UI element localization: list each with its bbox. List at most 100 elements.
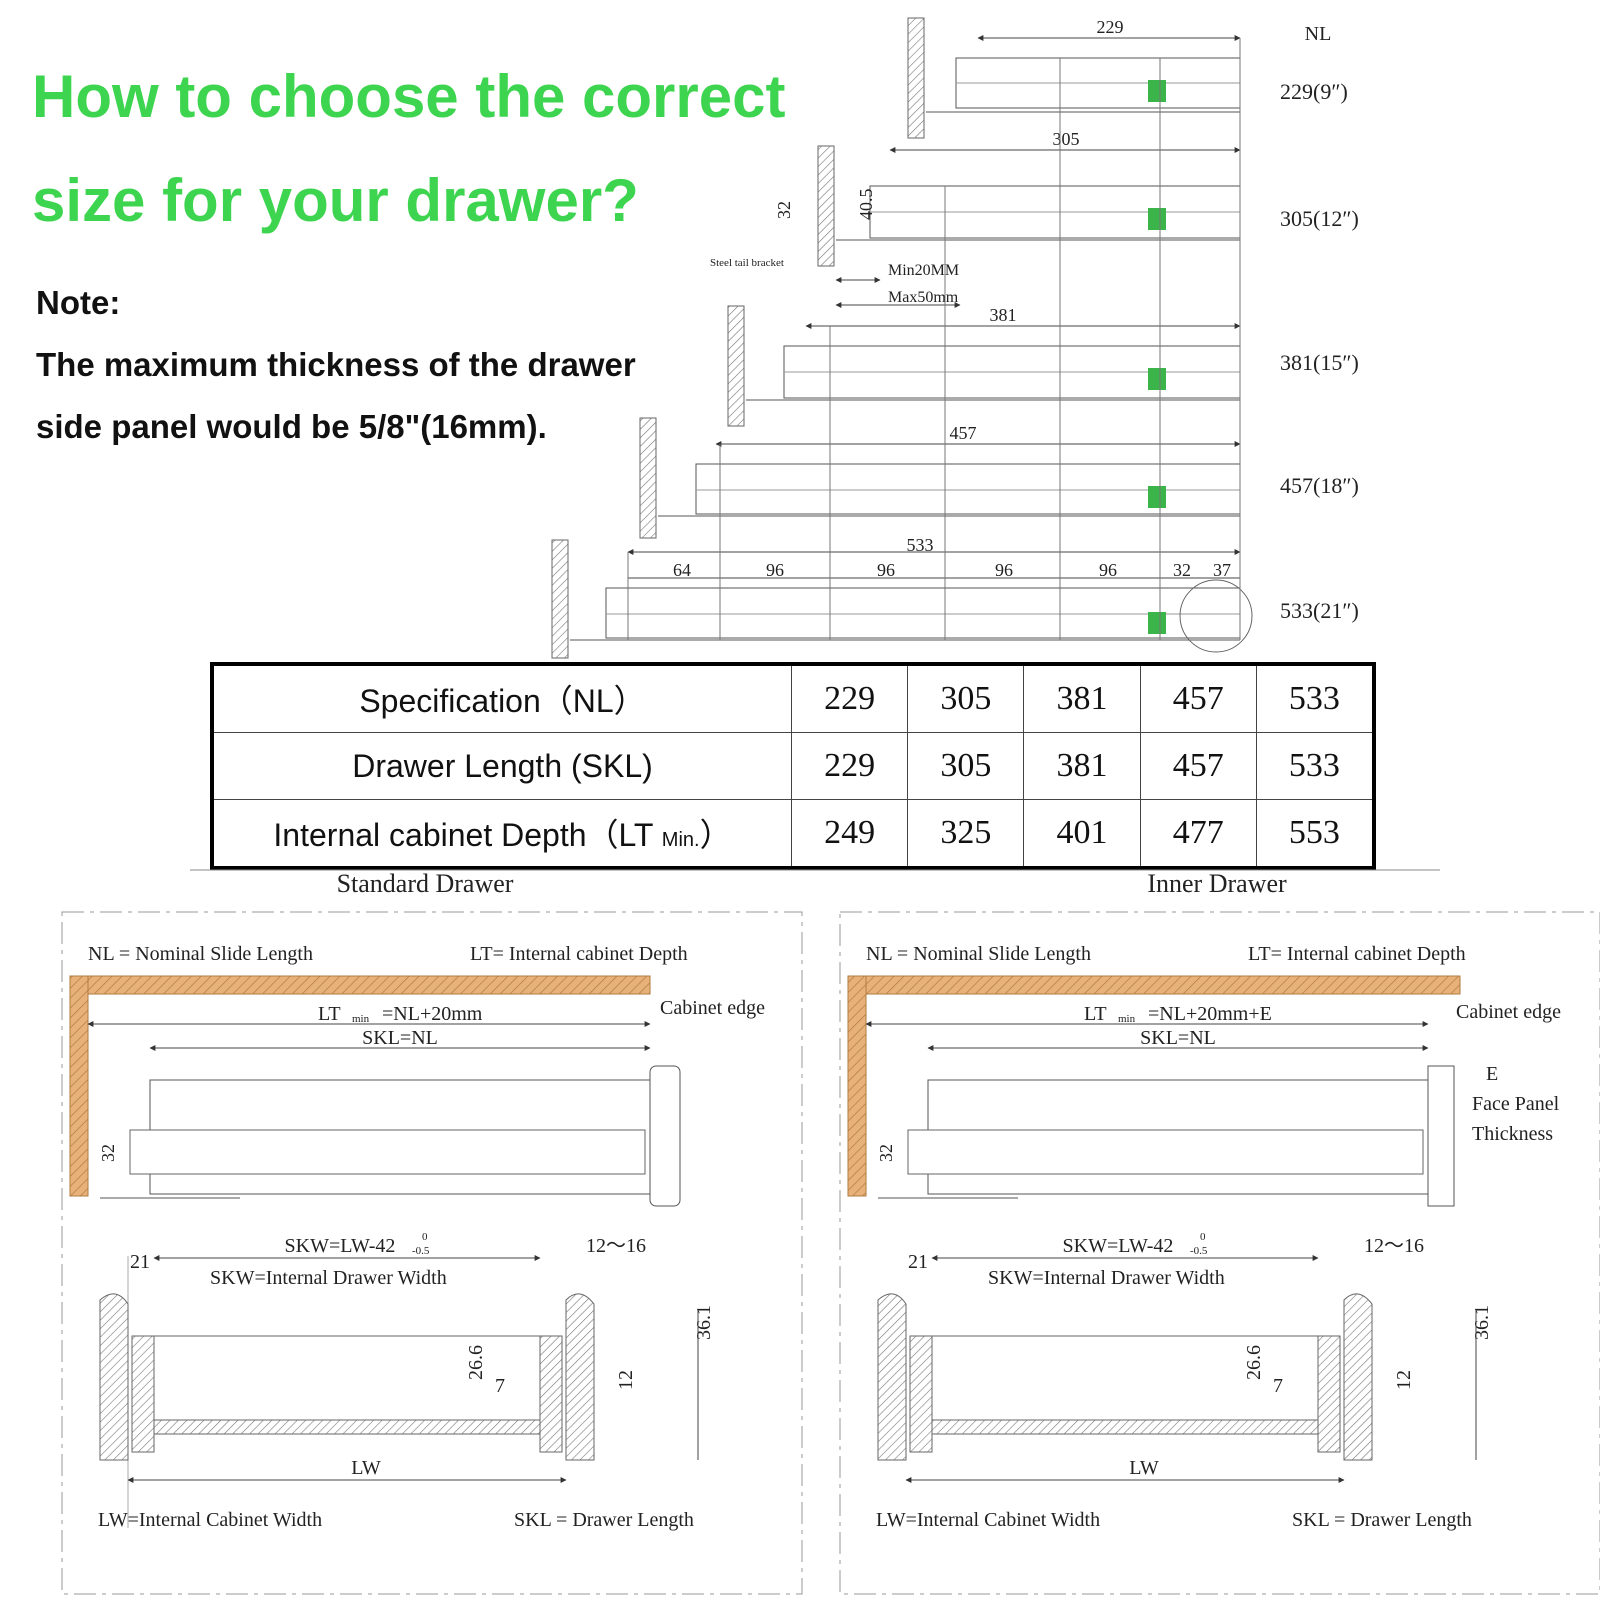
inner-skw-formula: SKW=LW-42 — [1063, 1235, 1174, 1257]
inner-drawer-panel: Inner Drawer NL = Nominal Slide Length L… — [839, 869, 1600, 1595]
standard-skl-formula: SKL=NL — [362, 1027, 438, 1049]
bracket-dim-40-5: 40.5 — [856, 189, 876, 221]
cell: 305 — [907, 732, 1025, 800]
inner-face-1: Face Panel — [1472, 1093, 1560, 1115]
standard-dim-32: 32 — [98, 1144, 118, 1162]
headline-line-1: How to choose the correct — [32, 63, 786, 130]
row-label: Internal cabinet Depth（LT Min.） — [211, 799, 793, 869]
right-cabinet-wall — [1343, 1293, 1373, 1461]
standard-lt-def: LT= Internal cabinet Depth — [470, 943, 688, 965]
cabinet-back — [69, 975, 89, 1197]
inner-dim-21: 21 — [908, 1251, 928, 1273]
inner-dim-32: 32 — [876, 1144, 896, 1162]
inner-dim-26-6: 26.6 — [1243, 1345, 1265, 1380]
drawer-bottom — [931, 1419, 1319, 1435]
spacing-32: 32 — [1173, 560, 1191, 580]
row-label-end: ） — [699, 817, 732, 853]
slide-457: 457 457(18″) — [639, 417, 1359, 539]
inner-dim-7: 7 — [1273, 1375, 1283, 1397]
inner-lw: LW — [1129, 1457, 1159, 1479]
cell: 229 — [791, 732, 909, 800]
drawer-face — [1427, 1065, 1455, 1207]
inner-tol-lower: -0.5 — [1190, 1245, 1208, 1257]
right-cabinet-wall — [565, 1293, 595, 1461]
standard-lt-sub: min — [352, 1013, 370, 1025]
table-row: Specification（NL） 229 305 381 457 533 — [211, 663, 1375, 733]
slide-305: 305 32 40.5 Steel tail bracket Min20MM M… — [710, 129, 1359, 308]
inner-skw-def: SKW=Internal Drawer Width — [988, 1267, 1225, 1289]
cell: 325 — [907, 799, 1025, 869]
headline-line-2: size for your drawer? — [32, 167, 639, 234]
drawer-panels: Standard Drawer NL = Nominal Slide Lengt… — [61, 869, 1600, 1595]
slide-533: 533 64 96 96 96 96 32 37 533(21″) — [551, 535, 1359, 659]
inner-dim-12-16: 12～16 — [1364, 1235, 1424, 1257]
spacing-37: 37 — [1213, 560, 1231, 580]
spacing-labels: 64 96 96 96 96 32 37 — [673, 560, 1231, 580]
spec-table: Specification（NL） 229 305 381 457 533 Dr… — [210, 662, 1376, 870]
cabinet-top — [847, 975, 1461, 995]
slide-229: 229 229(9″) — [907, 17, 1348, 139]
slide-533-label: 533(21″) — [1280, 598, 1359, 623]
inner-face-2: Thickness — [1472, 1123, 1553, 1145]
standard-lw: LW — [351, 1457, 381, 1479]
latch-icon — [1148, 208, 1166, 230]
slide-229-label: 229(9″) — [1280, 79, 1348, 104]
inner-skl-formula: SKL=NL — [1140, 1027, 1216, 1049]
inner-lt-main: LT — [1084, 1003, 1107, 1025]
slide-381: 381 381(15″) — [727, 305, 1359, 427]
bracket-min: Min20MM — [888, 262, 959, 279]
inner-cabinet-edge: Cabinet edge — [1456, 1001, 1561, 1023]
standard-drawer-panel: Standard Drawer NL = Nominal Slide Lengt… — [61, 869, 803, 1595]
cell: 533 — [1255, 732, 1375, 800]
row-label-sub: Min. — [661, 829, 700, 851]
inner-skl-def: SKL = Drawer Length — [1292, 1509, 1472, 1531]
standard-skl-def: SKL = Drawer Length — [514, 1509, 694, 1531]
slide-305-label: 305(12″) — [1280, 206, 1359, 231]
left-cabinet-wall — [877, 1293, 907, 1461]
spacing-96-d: 96 — [1099, 560, 1117, 580]
cell: 457 — [1139, 663, 1257, 733]
standard-nl-def: NL = Nominal Slide Length — [88, 943, 313, 965]
slide-229-dim: 229 — [1097, 17, 1124, 37]
slide-457-dim: 457 — [950, 423, 977, 443]
slide-381-label: 381(15″) — [1280, 350, 1359, 375]
bracket-label: Steel tail bracket — [710, 257, 784, 269]
standard-tol-upper: 0 — [422, 1231, 428, 1243]
latch-icon — [1148, 368, 1166, 390]
standard-skw-formula: SKW=LW-42 — [285, 1235, 396, 1257]
bracket-max: Max50mm — [888, 289, 959, 306]
standard-dim-36-1: 36.1 — [693, 1305, 715, 1340]
cell: 533 — [1255, 663, 1375, 733]
cell: 553 — [1255, 799, 1375, 869]
inner-lt-sub: min — [1118, 1013, 1136, 1025]
inner-dim-36-1: 36.1 — [1471, 1305, 1493, 1340]
drawer-bottom — [153, 1419, 541, 1435]
latch-icon — [1148, 486, 1166, 508]
alignment-lines — [627, 38, 1241, 640]
cell: 381 — [1023, 663, 1141, 733]
inner-e-label: E — [1486, 1063, 1498, 1085]
cabinet-back — [847, 975, 867, 1197]
slide-457-label: 457(18″) — [1280, 473, 1359, 498]
cell: 401 — [1023, 799, 1141, 869]
latch-icon — [1148, 612, 1166, 634]
cell: 305 — [907, 663, 1025, 733]
slide-381-dim: 381 — [990, 305, 1017, 325]
standard-skw-def: SKW=Internal Drawer Width — [210, 1267, 447, 1289]
cell: 477 — [1139, 799, 1257, 869]
note-line-1: The maximum thickness of the drawer — [36, 346, 636, 383]
standard-tol-lower: -0.5 — [412, 1245, 430, 1257]
inner-lt-def: LT= Internal cabinet Depth — [1248, 943, 1466, 965]
cell: 229 — [791, 663, 909, 733]
spacing-96-b: 96 — [877, 560, 895, 580]
inner-title: Inner Drawer — [1147, 869, 1287, 898]
standard-title: Standard Drawer — [337, 869, 514, 898]
slide-305-dim: 305 — [1053, 129, 1080, 149]
standard-dim-21: 21 — [130, 1251, 150, 1273]
slide-533-dim: 533 — [907, 535, 934, 555]
spacing-96-a: 96 — [766, 560, 784, 580]
slides-diagram: NL 229 229(9″) 305 32 40.5 Steel tail br… — [551, 17, 1359, 659]
table-row: Drawer Length (SKL) 229 305 381 457 533 — [211, 732, 1375, 800]
cabinet-top — [69, 975, 651, 995]
row-label: Drawer Length (SKL) — [211, 732, 793, 800]
